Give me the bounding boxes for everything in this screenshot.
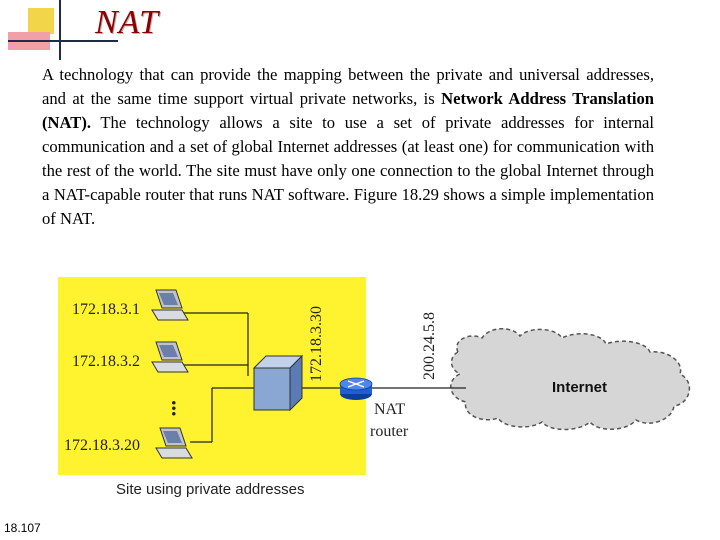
page-title: NAT: [95, 4, 160, 41]
router-global-ip: 200.24.5.8: [421, 312, 438, 380]
internet-cloud: [450, 328, 691, 431]
router-private-ip: 172.18.3.30: [308, 306, 325, 382]
hosts-ellipsis: ...: [167, 400, 192, 417]
corner-decoration-yellow: [28, 8, 54, 34]
slide-number: 18.107: [4, 521, 41, 535]
host-ip-label-2: 172.18.3.2: [72, 353, 140, 370]
paragraph-bold-term: Network Address Translation (NAT).: [42, 89, 654, 132]
paragraph-text-1: A technology that can provide the mappin…: [42, 65, 654, 108]
laptop-icon-host1: [151, 289, 189, 321]
laptop-icon-host3: [155, 427, 193, 459]
laptop-icon-host2: [151, 341, 189, 373]
host-ip-label-3: 172.18.3.20: [64, 437, 140, 454]
router-icon: [339, 377, 373, 400]
paragraph-text-2: The technology allows a site to use a se…: [42, 113, 654, 228]
router-label-line1: NAT: [374, 401, 405, 418]
internet-label: Internet: [552, 379, 607, 396]
switch-icon: [252, 354, 304, 412]
router-label-line2: router: [370, 423, 409, 440]
site-caption: Site using private addresses: [116, 481, 304, 498]
host-ip-label-1: 172.18.3.1: [72, 301, 140, 318]
corner-decoration-vline: [59, 0, 61, 60]
body-paragraph: A technology that can provide the mappin…: [42, 63, 654, 231]
corner-decoration-hline: [8, 40, 118, 42]
